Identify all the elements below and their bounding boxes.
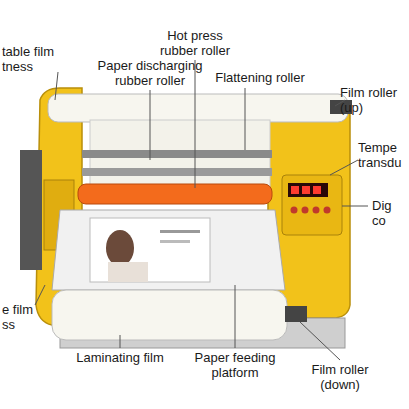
leader-lines xyxy=(35,60,368,360)
part-label: Hot press rubber roller xyxy=(150,28,240,58)
left-knobs xyxy=(20,150,42,270)
part-label: Paper discharging rubber roller xyxy=(90,58,210,88)
part-label: Paper feeding platform xyxy=(180,350,290,380)
part-label: Dig co xyxy=(372,198,405,228)
top-film-roll xyxy=(48,94,348,122)
part-label: Tempe transdu xyxy=(358,140,404,170)
part-label: e film ss xyxy=(2,302,42,332)
part-label: Film roller (up) xyxy=(340,85,406,115)
part-label: Film roller (down) xyxy=(295,362,385,392)
part-label: Flattening roller xyxy=(205,70,315,85)
hot-press-roller xyxy=(78,184,272,204)
part-label: Laminating film xyxy=(75,350,165,365)
digital-display xyxy=(288,183,328,197)
bottom-film-roll xyxy=(52,290,287,340)
feeding-platform xyxy=(52,210,285,290)
control-panel xyxy=(282,175,342,235)
part-label: table film tness xyxy=(2,44,60,74)
